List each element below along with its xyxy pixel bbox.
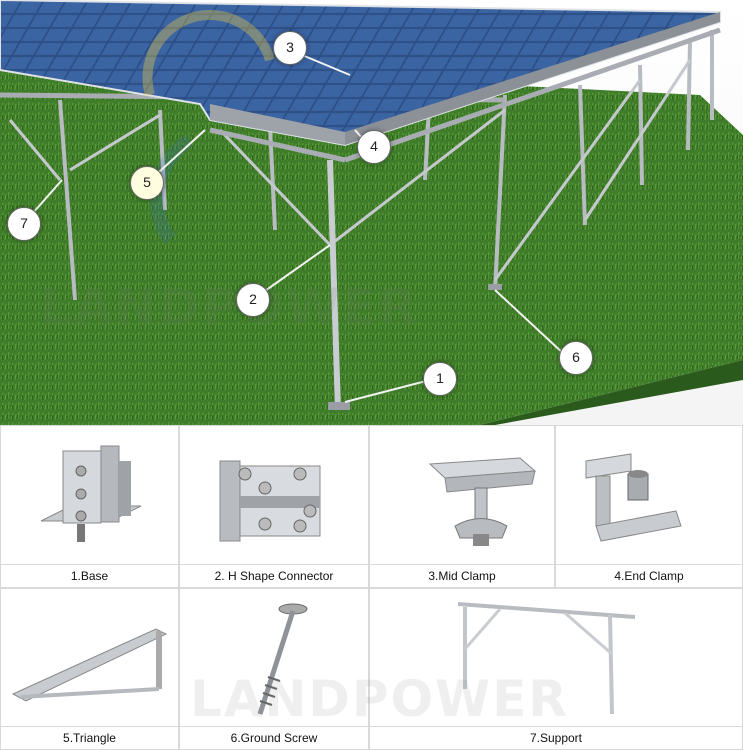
component-label: 6.Ground Screw <box>230 731 318 745</box>
component-label: 7.Support <box>529 731 583 745</box>
component-card-base[interactable]: 1.Base <box>0 425 179 588</box>
component-label: 5.Triangle <box>63 731 116 745</box>
component-grid: 1.Base 2. H Shape Connector 3.Mid Clamp <box>0 425 743 750</box>
callout-3[interactable]: 3 <box>273 31 307 65</box>
component-label: 2. H Shape Connector <box>214 569 334 583</box>
ground-screw-icon <box>257 603 308 715</box>
callout-1[interactable]: 1 <box>423 362 457 396</box>
component-label: 1.Base <box>70 569 109 583</box>
base-bracket-icon <box>40 445 142 542</box>
component-card-ground-screw[interactable]: 6.Ground Screw <box>179 588 369 750</box>
callout-5[interactable]: 5 <box>130 166 164 200</box>
h-shape-connector-icon <box>219 460 321 542</box>
grass-field <box>0 60 743 425</box>
callout-4[interactable]: 4 <box>357 130 391 164</box>
component-card-h-shape-connector[interactable]: 2. H Shape Connector <box>179 425 369 588</box>
component-card-end-clamp[interactable]: 4.End Clamp <box>555 425 743 588</box>
end-clamp-icon <box>585 453 682 542</box>
callout-6[interactable]: 6 <box>559 341 593 375</box>
installation-scene: LANDPOWER 1 2 3 4 5 6 7 <box>0 0 743 425</box>
mid-clamp-icon <box>428 457 537 546</box>
component-card-mid-clamp[interactable]: 3.Mid Clamp <box>369 425 555 588</box>
component-label: 4.End Clamp <box>614 569 684 583</box>
support-frame-icon <box>457 602 636 715</box>
callout-2[interactable]: 2 <box>236 283 270 317</box>
component-card-support[interactable]: 7.Support <box>369 588 743 750</box>
solar-array-illustration <box>0 0 743 425</box>
triangle-brace-icon <box>11 628 168 702</box>
component-card-triangle[interactable]: 5.Triangle <box>0 588 179 750</box>
callout-7[interactable]: 7 <box>7 207 41 241</box>
component-label: 3.Mid Clamp <box>428 569 496 583</box>
